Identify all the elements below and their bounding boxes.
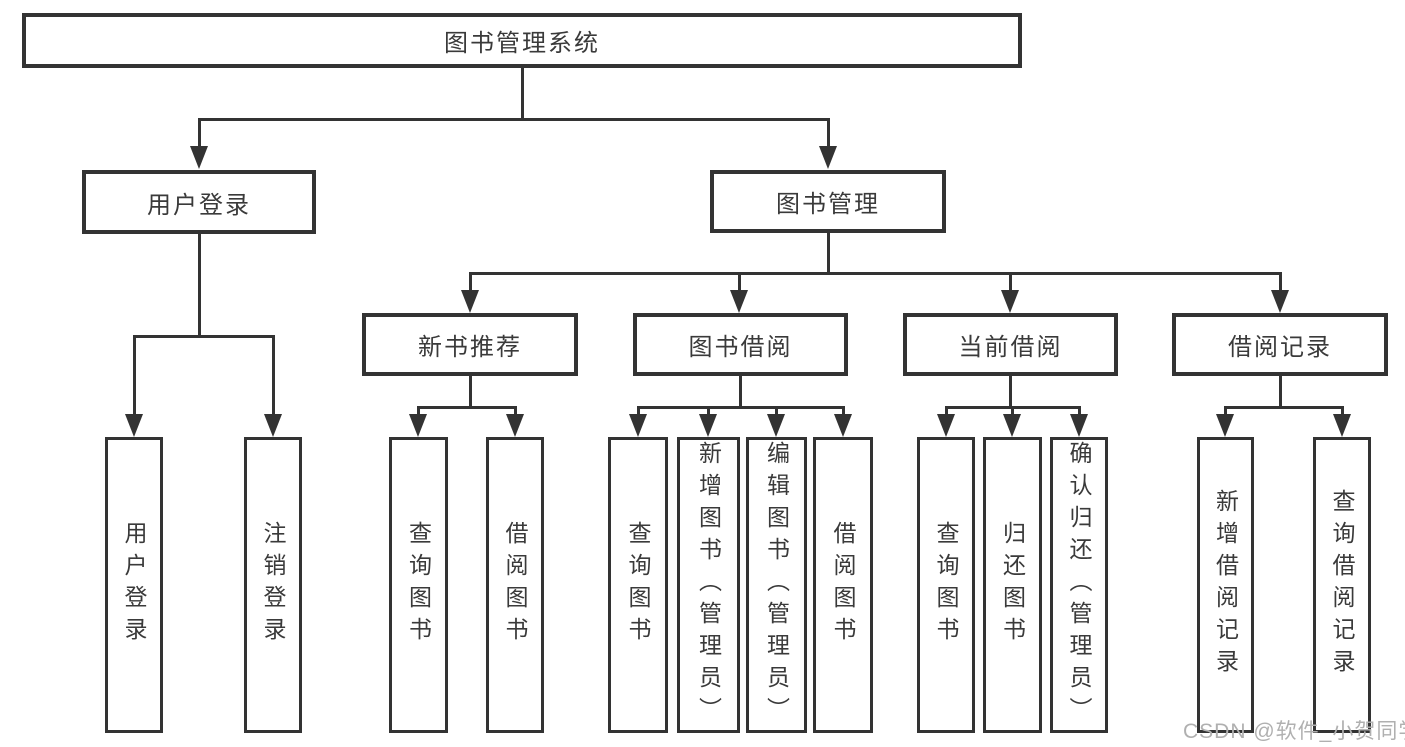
leaf-user-login-label: 用户登录: [121, 521, 147, 649]
arrow-to-user-login: [197, 118, 201, 146]
arrow-to-leaf-edit-books: [774, 406, 778, 414]
edge-user-login-stem: [197, 233, 201, 338]
arrow-to-leaf-borrow-books-2: [841, 406, 845, 414]
arrow-to-book-management: [826, 118, 830, 146]
node-user-login-label: 用户登录: [147, 191, 251, 219]
leaf-logout-login: 注销登录: [244, 437, 302, 733]
node-library-system: 图书管理系统: [22, 13, 1022, 68]
leaf-return-books: 归还图书: [983, 437, 1042, 733]
leaf-borrow-books-2: 借阅图书: [813, 437, 873, 733]
leaf-add-books-admin-label: 新增图书（管理员）: [695, 441, 722, 729]
node-new-book-recommend-label: 新书推荐: [418, 334, 522, 361]
edge-book-management-rail: [468, 272, 1282, 275]
leaf-edit-books-admin-label: 编辑图书（管理员）: [763, 441, 790, 729]
edge-root-stem: [520, 68, 524, 118]
arrow-to-leaf-query-books-1: [416, 406, 420, 414]
arrow-to-leaf-borrow-books-1: [513, 406, 517, 414]
leaf-return-books-label: 归还图书: [999, 521, 1026, 649]
edge-book-management-stem: [826, 232, 830, 275]
leaf-confirm-return-admin: 确认归还（管理员）: [1050, 437, 1108, 733]
node-book-borrowing: 图书借阅: [633, 313, 848, 376]
arrow-to-leaf-query-books-3: [944, 406, 948, 414]
leaf-borrow-books-2-label: 借阅图书: [830, 521, 856, 649]
leaf-borrow-books-1: 借阅图书: [486, 437, 544, 733]
arrow-to-leaf-query-borrow-record: [1340, 406, 1344, 414]
leaf-add-books-admin: 新增图书（管理员）: [677, 437, 740, 733]
edge-book-borrowing-stem: [738, 376, 742, 409]
leaf-query-books-1: 查询图书: [389, 437, 448, 733]
arrow-to-leaf-add-borrow-record: [1223, 406, 1227, 414]
arrow-to-leaf-query-books-2: [636, 406, 640, 414]
leaf-query-books-3-label: 查询图书: [933, 521, 959, 649]
arrow-to-leaf-confirm-return: [1077, 406, 1081, 414]
watermark-text: CSDN @软件_小贺同学: [1183, 720, 1405, 743]
edge-user-login-rail: [132, 335, 275, 338]
node-current-borrowing-label: 当前借阅: [958, 334, 1063, 361]
arrow-to-borrow-records: [1278, 272, 1282, 290]
arrow-to-leaf-return-books: [1010, 406, 1014, 414]
arrow-to-new-book-recommend: [468, 272, 472, 290]
leaf-borrow-books-1-label: 借阅图书: [502, 521, 528, 649]
leaf-query-books-1-label: 查询图书: [405, 521, 432, 649]
arrow-to-current-borrowing: [1008, 272, 1012, 290]
node-current-borrowing: 当前借阅: [903, 313, 1118, 376]
edge-borrow-records-stem: [1278, 375, 1282, 409]
arrow-to-leaf-user-login: [132, 335, 136, 414]
edge-root-rail: [197, 118, 830, 121]
leaf-query-borrow-record: 查询借阅记录: [1313, 437, 1371, 733]
leaf-logout-login-label: 注销登录: [260, 521, 286, 649]
node-borrow-records-label: 借阅记录: [1228, 334, 1332, 361]
node-book-borrowing-label: 图书借阅: [688, 334, 793, 361]
leaf-query-books-2: 查询图书: [608, 437, 668, 733]
leaf-confirm-return-admin-label: 确认归还（管理员）: [1066, 441, 1092, 729]
edge-new-book-recommend-stem: [468, 376, 472, 409]
leaf-query-books-2-label: 查询图书: [625, 521, 651, 649]
leaf-add-borrow-record-label: 新增借阅记录: [1212, 489, 1239, 681]
arrow-to-leaf-logout: [271, 335, 275, 414]
leaf-user-login: 用户登录: [105, 437, 163, 733]
arrow-to-leaf-add-books: [706, 406, 710, 414]
node-new-book-recommend: 新书推荐: [362, 313, 578, 376]
node-book-management: 图书管理: [710, 170, 946, 233]
node-user-login: 用户登录: [82, 170, 316, 234]
leaf-query-borrow-record-label: 查询借阅记录: [1329, 489, 1355, 681]
edge-current-borrowing-stem: [1008, 375, 1012, 409]
leaf-add-borrow-record: 新增借阅记录: [1197, 437, 1254, 733]
node-borrow-records: 借阅记录: [1172, 313, 1388, 376]
node-book-management-label: 图书管理: [776, 191, 880, 218]
leaf-edit-books-admin: 编辑图书（管理员）: [746, 437, 807, 733]
edge-book-borrowing-rail: [636, 406, 845, 409]
node-library-system-label: 图书管理系统: [444, 30, 600, 57]
arrow-to-book-borrowing: [737, 272, 741, 290]
leaf-query-books-3: 查询图书: [917, 437, 975, 733]
edge-borrow-records-rail: [1223, 406, 1344, 409]
edge-new-book-recommend-rail: [416, 406, 517, 409]
